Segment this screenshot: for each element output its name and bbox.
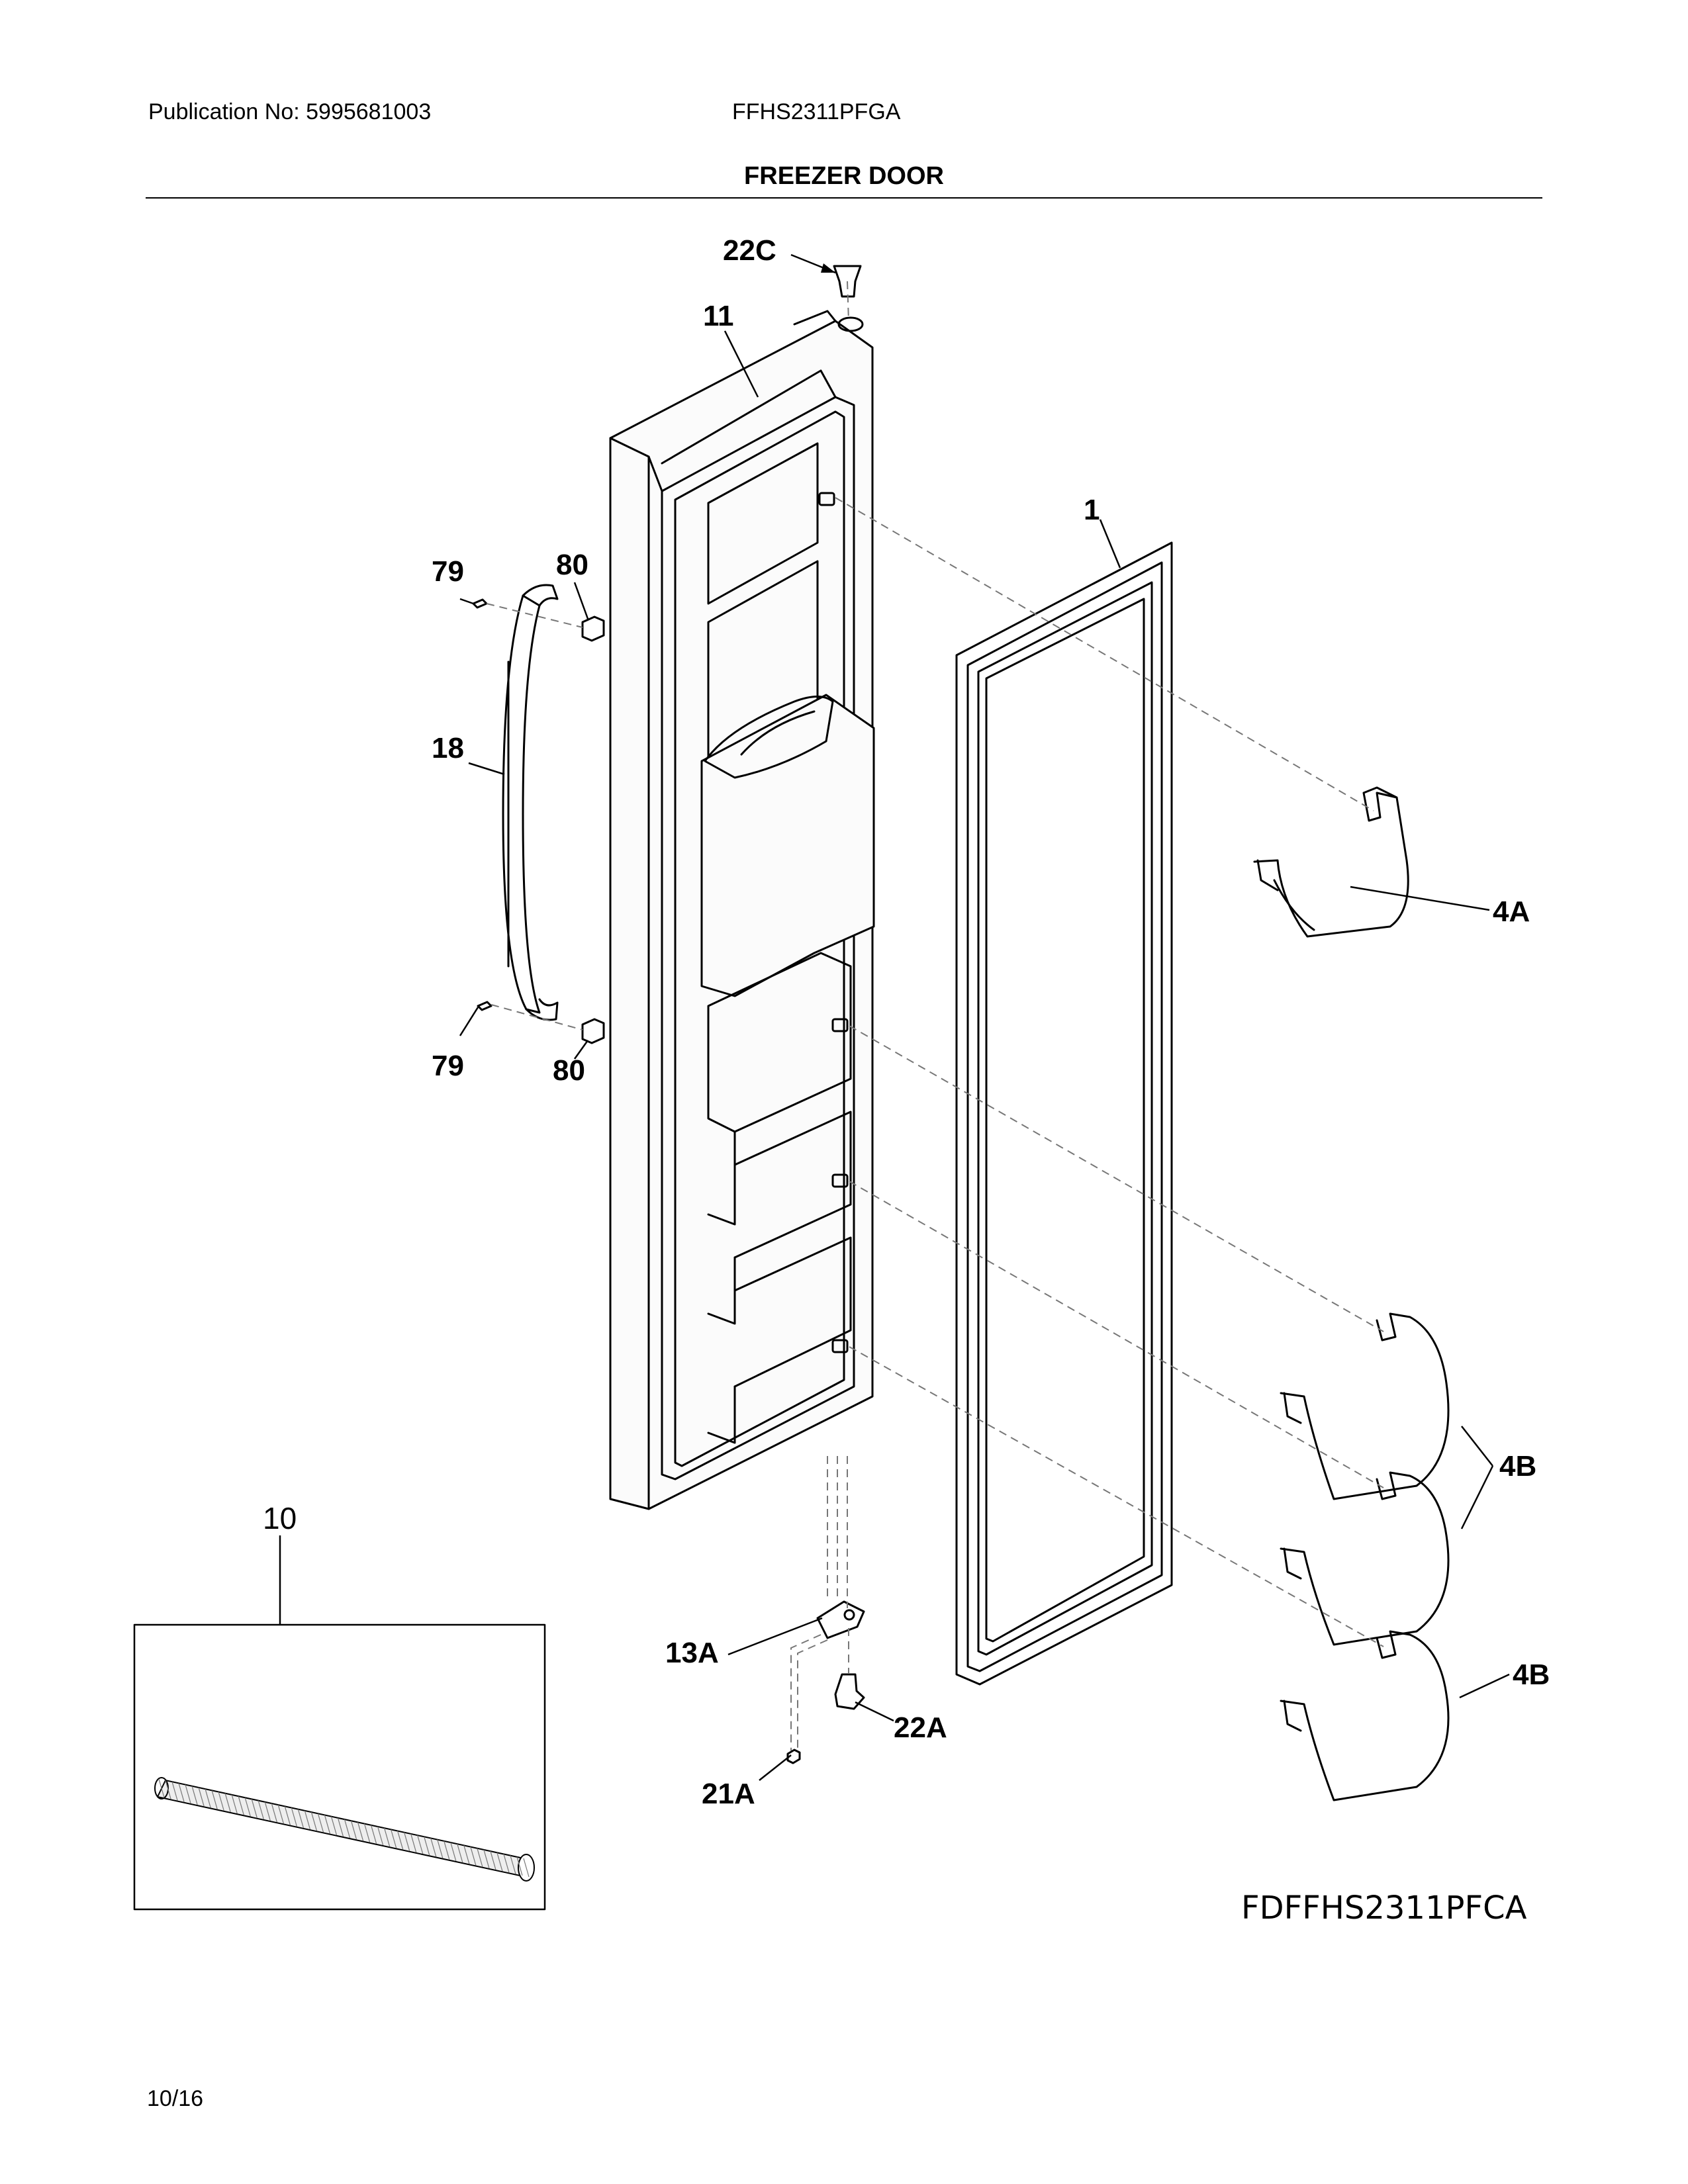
callout-4B-pair: 4B — [1499, 1450, 1536, 1482]
hinge-pin-top — [833, 265, 862, 298]
weather-strip-ribbing — [158, 1778, 530, 1878]
section-title: FREEZER DOOR — [744, 162, 944, 190]
callout-18: 18 — [432, 732, 464, 764]
drawing-code: FDFFHS2311PFCA — [1241, 1889, 1527, 1927]
door-gasket-part — [955, 541, 1173, 1686]
hinge-plate — [816, 1600, 865, 1639]
callout-80-top: 80 — [556, 549, 588, 581]
header-rule — [146, 197, 1542, 199]
callout-11: 11 — [703, 300, 734, 332]
callout-79-bottom: 79 — [432, 1050, 464, 1082]
callout-22C: 22C — [723, 234, 776, 267]
callout-80-bottom: 80 — [553, 1054, 585, 1087]
assembly-lines — [486, 281, 1384, 1751]
model-number: FFHS2311PFGA — [732, 99, 901, 124]
door-bin-4a — [1253, 786, 1409, 938]
leader-arrowheads — [821, 263, 835, 273]
callout-79-top: 79 — [432, 555, 464, 588]
publication-number: Publication No: 5995681003 — [148, 99, 432, 124]
callout-13A: 13A — [665, 1637, 719, 1669]
door-bin-4b-2 — [1280, 1471, 1450, 1646]
callout-1: 1 — [1084, 494, 1100, 526]
weather-strip-roll — [154, 1777, 535, 1882]
callout-4A: 4A — [1493, 895, 1530, 928]
handle-screws — [472, 598, 492, 1011]
leader-lines — [279, 253, 1510, 1781]
hinge-screw — [786, 1749, 801, 1764]
page-number: 10/16 — [147, 2086, 204, 2111]
door-bin-4b-1 — [1280, 1312, 1450, 1500]
freezer-door-part — [609, 310, 875, 1510]
handle-mounts — [581, 615, 605, 1044]
door-bin-4b-3 — [1280, 1630, 1450, 1801]
callout-22A: 22A — [894, 1711, 947, 1744]
callout-21A: 21A — [702, 1778, 755, 1810]
callout-4B-single: 4B — [1513, 1659, 1550, 1691]
callout-10: 10 — [263, 1501, 297, 1535]
hinge-plate-hole — [843, 1609, 855, 1621]
door-handle-part — [502, 584, 559, 1021]
weather-strip-box — [133, 1623, 546, 1911]
